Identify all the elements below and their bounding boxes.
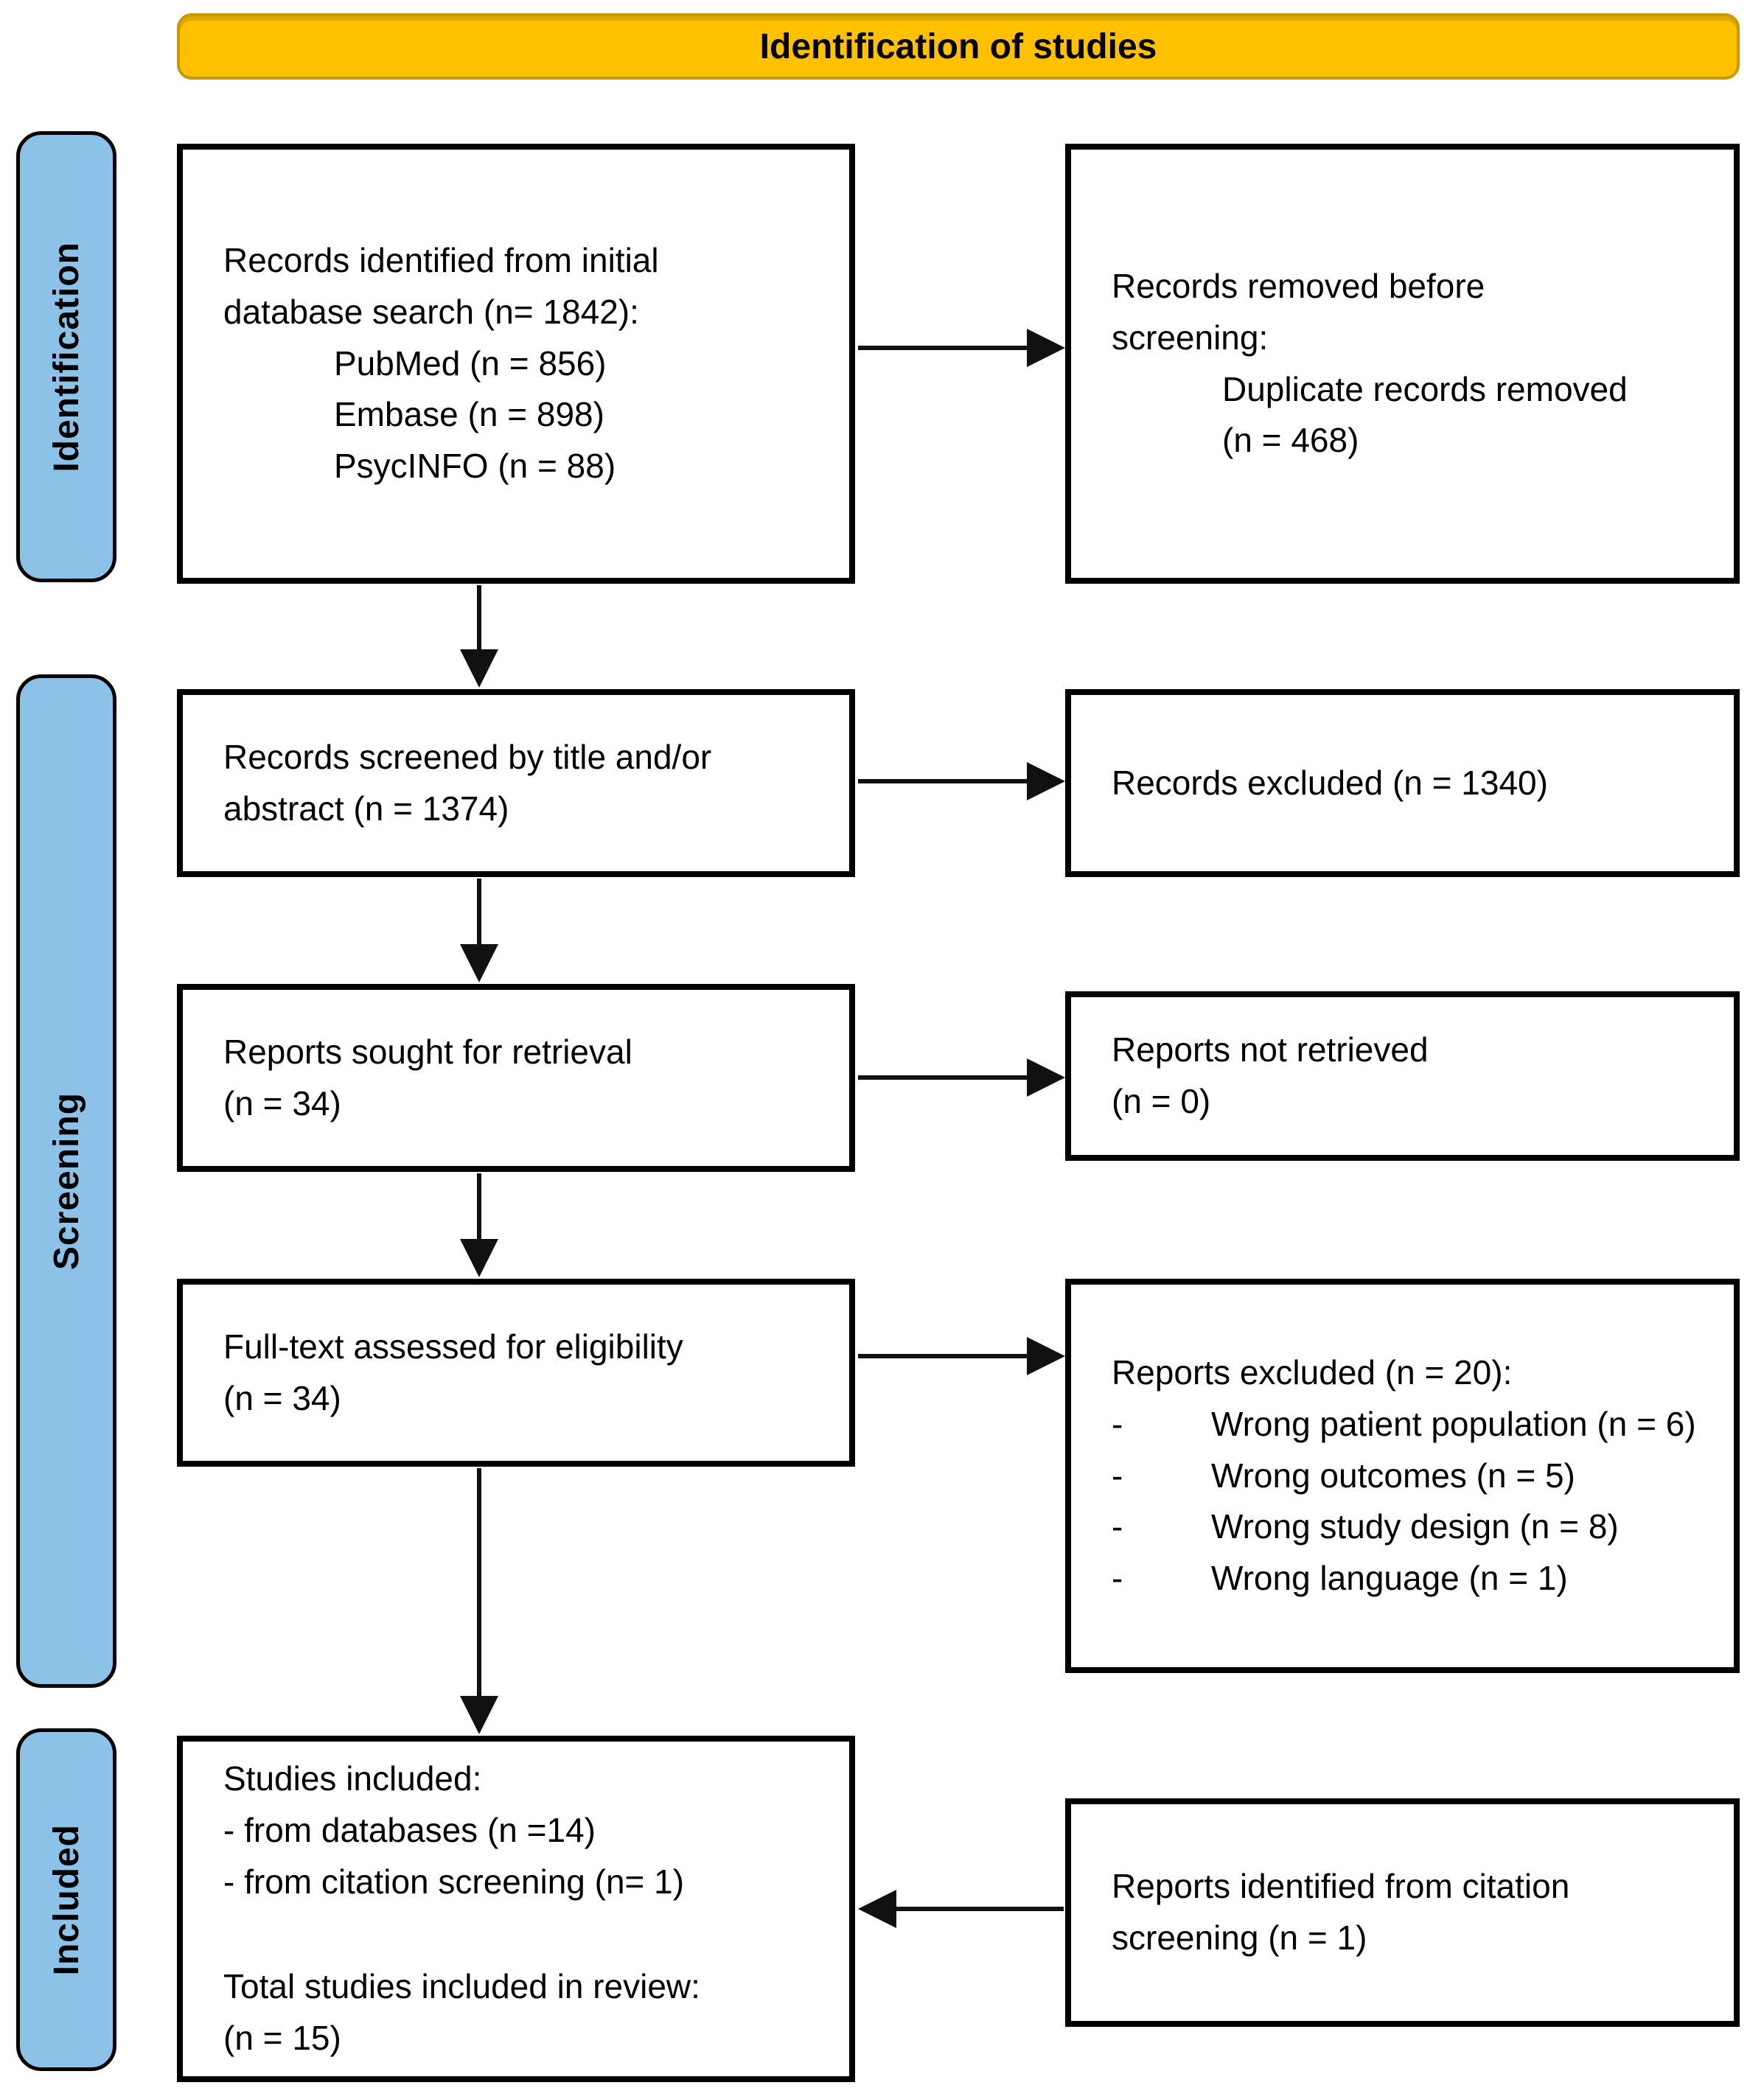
records-removed-line-2: screening: — [1112, 318, 1269, 357]
studies-included-item-1: - from databases (n =14) — [223, 1811, 596, 1850]
reports-excluded-reason-row: - Wrong language (n = 1) — [1112, 1553, 1712, 1605]
box-studies-included: Studies included: - from databases (n =1… — [177, 1736, 855, 2082]
reports-not-retrieved-line-2: (n = 0) — [1112, 1082, 1211, 1120]
box-citation-reports: Reports identified from citation screeni… — [1065, 1798, 1740, 2027]
bullet-dash-icon: - — [1112, 1404, 1123, 1443]
reports-excluded-reason-row: - Wrong outcomes (n = 5) — [1112, 1450, 1712, 1502]
citation-reports-line-1: Reports identified from citation — [1112, 1867, 1570, 1906]
stage-screening: Screening — [16, 674, 116, 1688]
records-screened-line-1: Records screened by title and/or — [223, 737, 712, 776]
box-records-excluded: Records excluded (n = 1340) — [1065, 689, 1740, 877]
records-identified-source-embase: Embase (n = 898) — [334, 395, 604, 434]
stage-screening-label: Screening — [46, 1092, 86, 1271]
arrow-screened-to-excluded — [858, 762, 1065, 800]
records-excluded-line-1: Records excluded (n = 1340) — [1112, 763, 1548, 802]
arrow-sought-to-fulltext — [460, 1173, 498, 1277]
records-identified-source-pubmed: PubMed (n = 856) — [334, 343, 607, 383]
banner-identification-of-studies: Identification of studies — [177, 13, 1740, 80]
reports-excluded-reason-4: Wrong language (n = 1) — [1211, 1559, 1568, 1598]
records-identified-source-psycinfo: PsycINFO (n = 88) — [334, 447, 616, 486]
reports-not-retrieved-line-1: Reports not retrieved — [1112, 1030, 1429, 1069]
fulltext-assessed-line-1: Full-text assessed for eligibility — [223, 1327, 683, 1366]
reports-excluded-reason-1: Wrong patient population (n = 6) — [1211, 1404, 1696, 1443]
studies-included-title: Studies included: — [223, 1759, 482, 1798]
stage-identification-label: Identification — [46, 241, 86, 472]
studies-included-total-line-1: Total studies included in review: — [223, 1966, 700, 2005]
reports-excluded-reason-row: - Wrong patient population (n = 6) — [1112, 1399, 1712, 1450]
stage-included-label: Included — [46, 1823, 86, 1976]
arrow-citation-to-included — [858, 1890, 1064, 1928]
box-fulltext-assessed: Full-text assessed for eligibility (n = … — [177, 1279, 855, 1467]
records-identified-line-1: Records identified from initial — [223, 240, 659, 279]
arrow-fulltext-to-included — [460, 1468, 498, 1734]
studies-included-total-line-2: (n = 15) — [223, 2018, 341, 2057]
reports-sought-line-2: (n = 34) — [223, 1083, 341, 1122]
bullet-dash-icon: - — [1112, 1559, 1123, 1598]
reports-sought-line-1: Reports sought for retrieval — [223, 1032, 632, 1071]
box-reports-not-retrieved: Reports not retrieved (n = 0) — [1065, 991, 1740, 1161]
bullet-dash-icon: - — [1112, 1456, 1123, 1495]
arrow-screened-to-sought — [460, 879, 498, 982]
arrow-fulltext-to-reports-excluded — [858, 1337, 1065, 1375]
records-removed-line-1: Records removed before — [1112, 266, 1485, 305]
reports-excluded-title: Reports excluded (n = 20): — [1112, 1352, 1513, 1392]
arrow-identified-to-screened — [460, 585, 498, 688]
fulltext-assessed-line-2: (n = 34) — [223, 1378, 341, 1417]
arrow-sought-to-not-retrieved — [858, 1058, 1065, 1097]
citation-reports-line-2: screening (n = 1) — [1112, 1918, 1367, 1957]
box-records-screened: Records screened by title and/or abstrac… — [177, 689, 855, 877]
banner-title: Identification of studies — [759, 27, 1157, 66]
records-identified-line-2: database search (n= 1842): — [223, 292, 639, 331]
studies-included-item-2: - from citation screening (n= 1) — [223, 1862, 685, 1902]
records-removed-detail-2: (n = 468) — [1222, 421, 1359, 460]
arrow-identified-to-removed — [858, 329, 1065, 367]
stage-included: Included — [16, 1728, 116, 2071]
box-records-identified: Records identified from initial database… — [177, 144, 855, 584]
reports-excluded-reason-2: Wrong outcomes (n = 5) — [1211, 1456, 1575, 1495]
records-removed-detail-1: Duplicate records removed — [1222, 369, 1628, 408]
reports-excluded-reason-3: Wrong study design (n = 8) — [1211, 1507, 1619, 1546]
records-screened-line-2: abstract (n = 1374) — [223, 789, 509, 828]
bullet-dash-icon: - — [1112, 1507, 1123, 1546]
reports-excluded-reason-row: - Wrong study design (n = 8) — [1112, 1501, 1712, 1553]
stage-identification: Identification — [16, 131, 116, 582]
box-reports-sought: Reports sought for retrieval (n = 34) — [177, 984, 855, 1172]
box-records-removed: Records removed before screening: Duplic… — [1065, 144, 1740, 584]
box-reports-excluded: Reports excluded (n = 20): - Wrong patie… — [1065, 1279, 1740, 1673]
